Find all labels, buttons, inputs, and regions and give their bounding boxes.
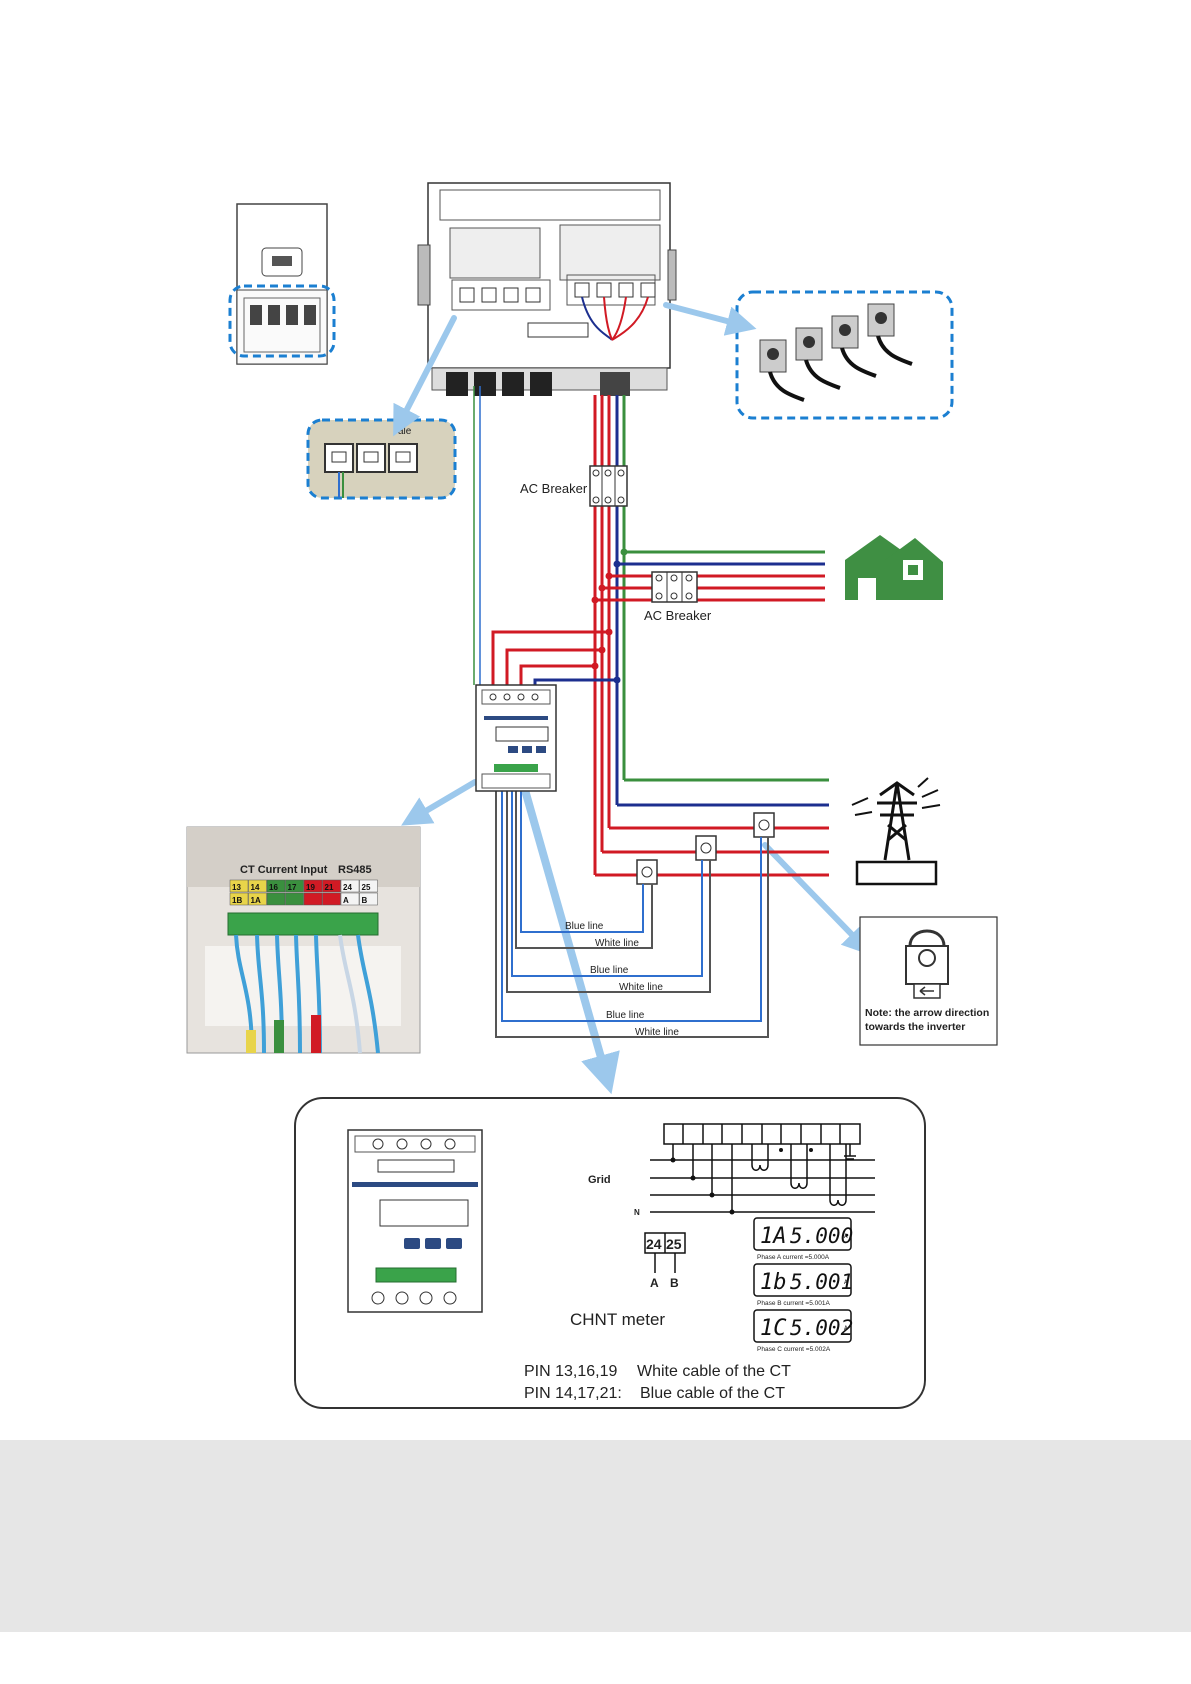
lcd-value: 5.002	[790, 1316, 853, 1340]
terminal-cell	[322, 892, 341, 906]
pin-line1-pins: PIN 13,16,19	[524, 1363, 618, 1380]
terminal-cell-label: 14	[251, 883, 260, 892]
terminal-cell-label: 17	[288, 883, 297, 892]
lcd-value: 5.000	[790, 1224, 853, 1248]
lcd-unit: A	[844, 1279, 848, 1286]
terminal-cell	[359, 879, 378, 893]
ct-clamps-callout	[735, 290, 954, 420]
ct-clamp-a	[636, 859, 658, 885]
meter-wiring-schematic	[650, 1123, 875, 1213]
lcd-caption: Phase C current =5.002A	[757, 1346, 831, 1353]
terminal-24: 24	[646, 1236, 662, 1252]
terminal-cell	[340, 892, 360, 906]
blue-line-label-2: Blue line	[590, 965, 629, 976]
ac-breaker-load	[651, 571, 698, 603]
rj45-tag: ale	[398, 426, 412, 437]
terminal-cell	[266, 892, 286, 906]
ct-note-line2: towards the inverter	[865, 1021, 965, 1033]
pin-line1-desc: White cable of the CT	[637, 1363, 791, 1380]
terminal-cell	[285, 879, 304, 893]
schematic-nodes	[670, 1148, 813, 1215]
callout-arrows	[393, 302, 873, 1095]
ct-clamp-c	[753, 812, 775, 838]
chnt-meter-drawing	[347, 1129, 483, 1313]
lcd-code: 1C	[760, 1316, 787, 1341]
thumbnail-highlight	[228, 284, 336, 358]
terminal-cell	[303, 892, 323, 906]
lcd-frame	[753, 1309, 852, 1343]
lcd-code: 1A	[760, 1224, 787, 1249]
ac-breaker-load-label: AC Breaker	[644, 608, 712, 623]
inverter-thumbnail	[228, 203, 336, 365]
terminal-cell-label: 21	[325, 883, 334, 892]
ac-breaker-main	[589, 465, 628, 507]
grid-wiring	[491, 395, 829, 877]
terminal-cell	[229, 892, 249, 906]
pin-line2-desc: Blue cable of the CT	[640, 1385, 785, 1402]
terminal-cell	[248, 892, 267, 906]
rs485-wires	[473, 386, 481, 685]
ct-clamp-b	[695, 835, 717, 861]
terminal-cell	[340, 879, 360, 893]
blue-line-label-1: Blue line	[565, 921, 604, 932]
grid-label: Grid	[588, 1174, 611, 1186]
wire-junctions	[591, 548, 628, 684]
terminal-cell-label: 13	[232, 883, 241, 892]
ct-terminal-photo: CT Current Input RS485 13 1B 14 1A 16 17 19 21 2…	[186, 826, 421, 1054]
rj45-port-callout: ale	[306, 418, 457, 500]
terminal-cell-label: B	[362, 896, 368, 905]
ct-terminal-header: CT Current Input	[240, 864, 328, 876]
terminal-cell-label: 1B	[232, 896, 242, 905]
chnt-meter-label: CHNT meter	[570, 1310, 665, 1329]
neutral-label: N	[634, 1208, 640, 1217]
rs485-terminal	[644, 1232, 686, 1273]
lcd-frame	[753, 1217, 852, 1251]
ct-signal-wires	[495, 790, 769, 1038]
terminal-cell	[322, 879, 341, 893]
footer-band	[0, 1440, 1191, 1632]
lcd-value: 5.001	[790, 1270, 853, 1294]
lcd-frame	[753, 1263, 852, 1297]
terminal-cell-label: 25	[362, 883, 371, 892]
terminal-cell	[248, 879, 267, 893]
terminal-b-label: B	[670, 1276, 679, 1290]
energy-meter	[475, 684, 557, 792]
white-line-label-3: White line	[635, 1027, 679, 1038]
ct-note-line1: Note: the arrow direction	[865, 1007, 989, 1019]
terminal-cell-label: 1A	[251, 896, 261, 905]
lcd-unit: A	[844, 1325, 848, 1332]
lcd-caption: Phase B current =5.001A	[757, 1300, 830, 1307]
inverter-wiring-box	[417, 182, 677, 396]
pin-line2-pins: PIN 14,17,21:	[524, 1385, 622, 1402]
white-line-label-2: White line	[619, 982, 663, 993]
terminal-cell	[285, 892, 304, 906]
terminal-cell	[229, 879, 249, 893]
house-icon	[845, 535, 943, 600]
ac-breaker-main-label: AC Breaker	[520, 481, 588, 496]
terminal-cell	[303, 879, 323, 893]
lcd-caption: Phase A current =5.000A	[757, 1254, 830, 1261]
terminal-cell-label: 19	[306, 883, 315, 892]
terminal-cell	[359, 892, 378, 906]
lcd-code: 1b	[760, 1270, 787, 1295]
terminal-cell-label: 24	[343, 883, 352, 892]
transmission-tower-icon	[851, 777, 941, 886]
terminal-cell-label: A	[343, 896, 349, 905]
lcd-unit: A	[844, 1233, 848, 1240]
white-line-label-1: White line	[595, 938, 639, 949]
ct-terminal-cells: 13 1B 14 1A 16 17 19 21 24A 25B	[229, 879, 378, 906]
terminal-cell-label: 16	[269, 883, 278, 892]
ct-terminal-rs485: RS485	[338, 864, 372, 876]
terminal-cell	[266, 879, 286, 893]
blue-line-label-3: Blue line	[606, 1010, 645, 1021]
ct-note-box: Note: the arrow direction towards the in…	[859, 916, 998, 1046]
terminal-25: 25	[666, 1236, 682, 1252]
terminal-a-label: A	[650, 1276, 659, 1290]
